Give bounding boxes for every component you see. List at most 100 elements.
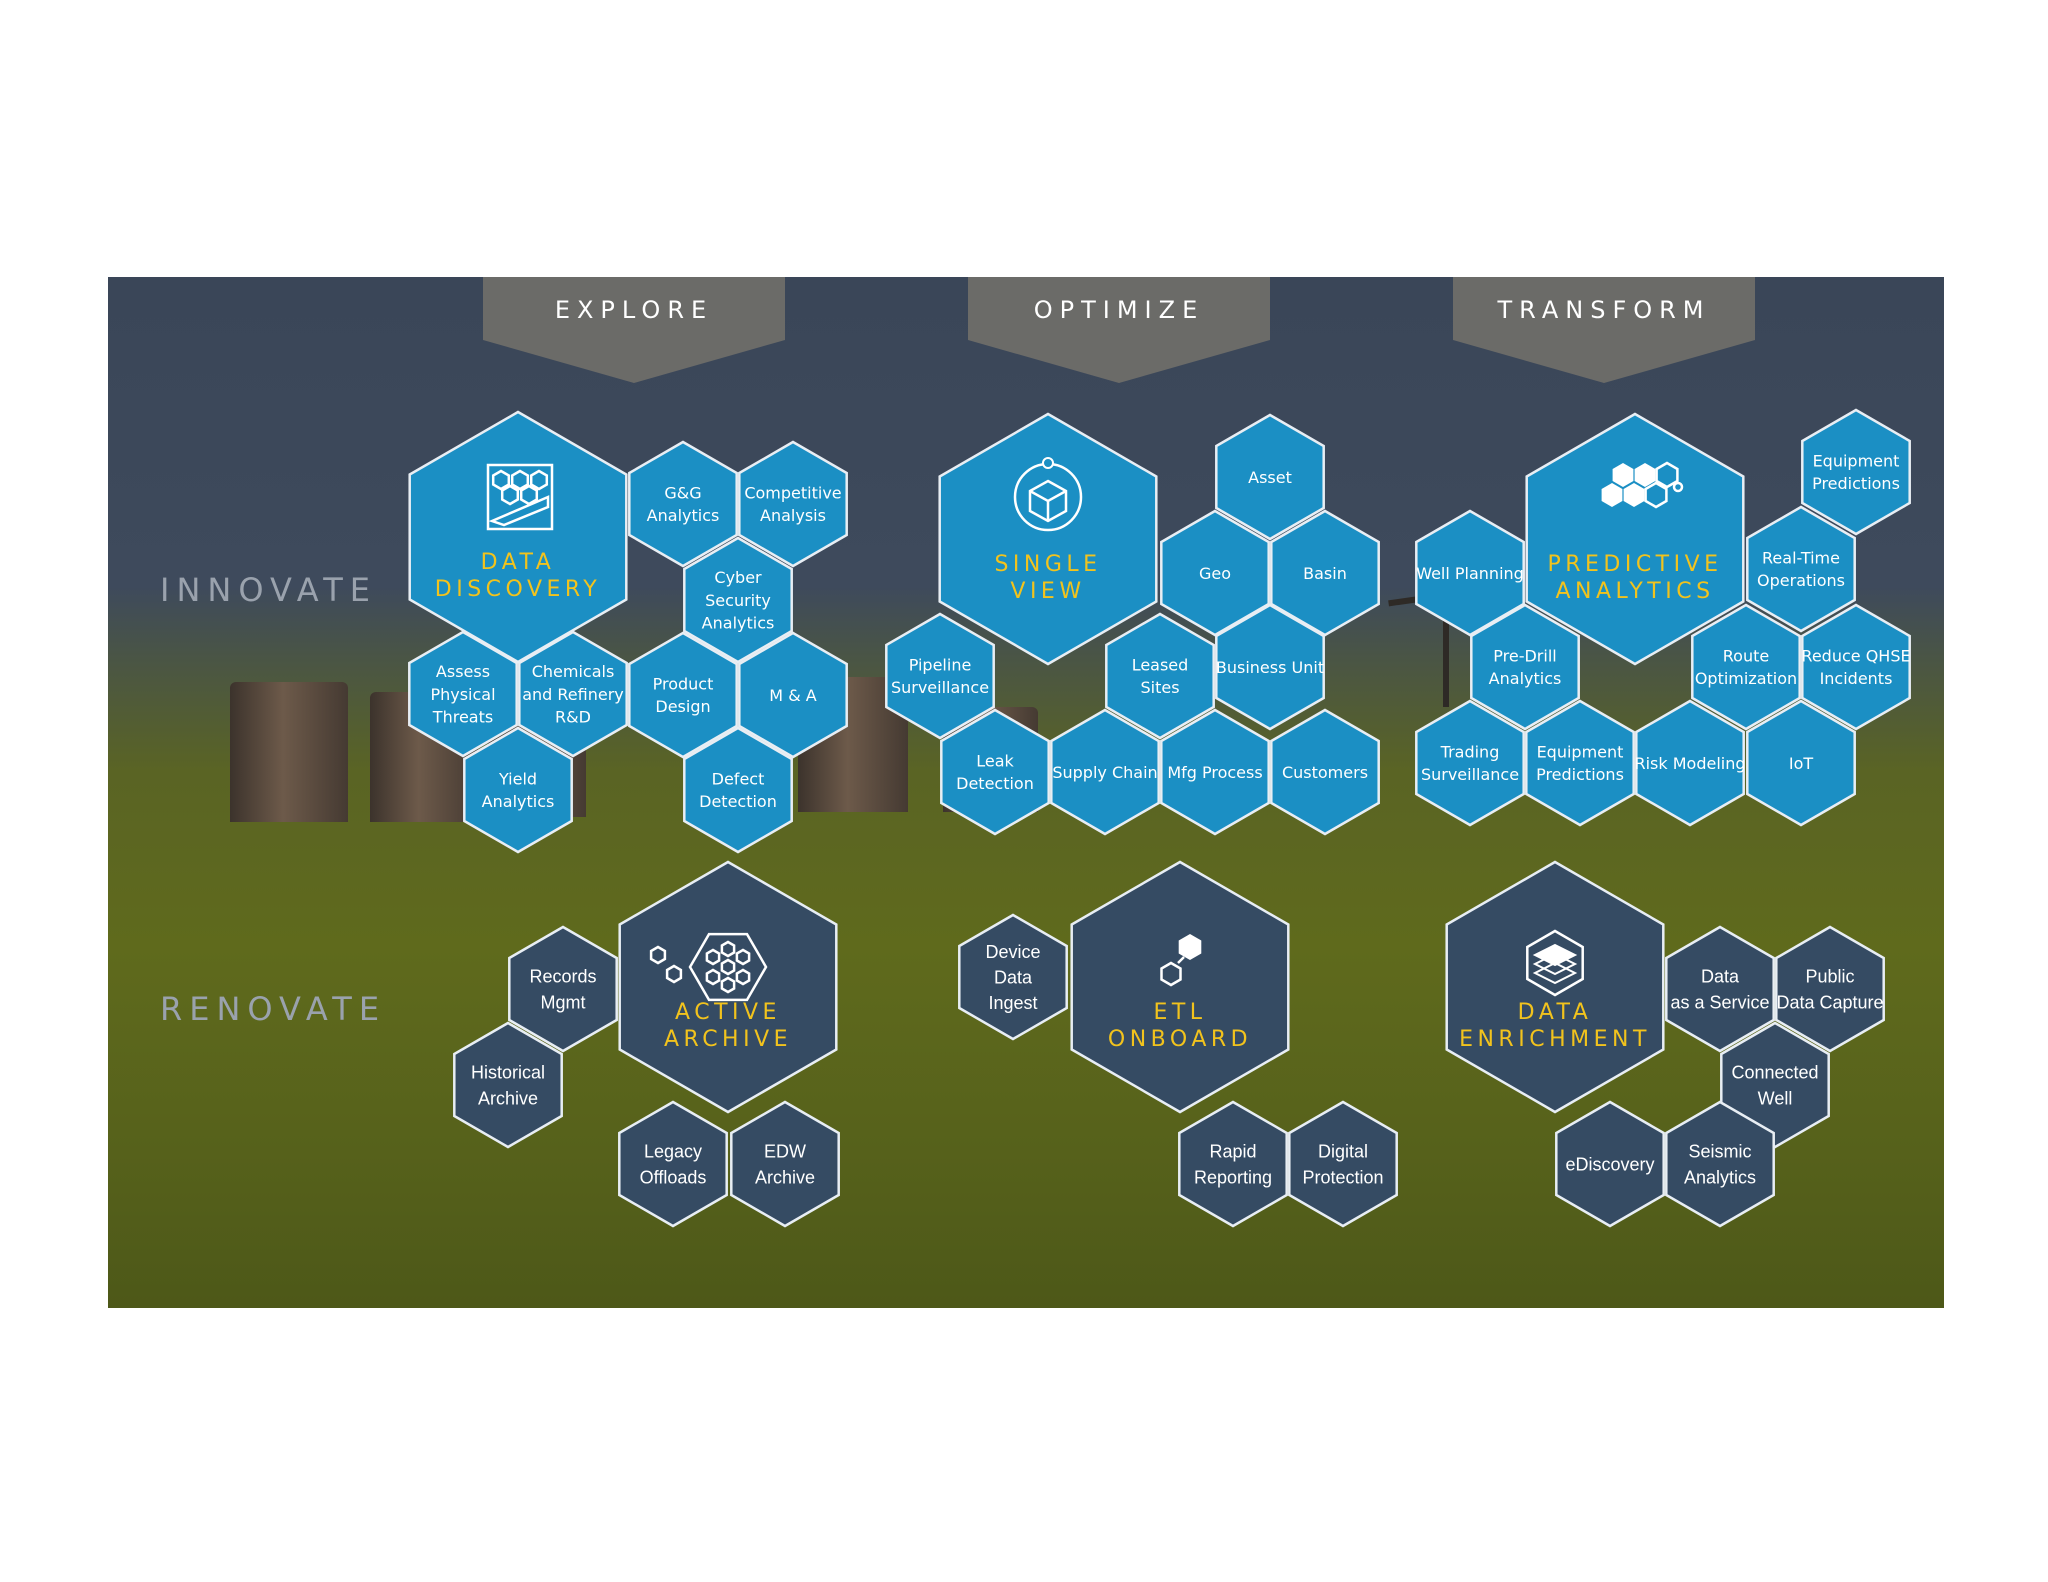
hex-label: Assess [436,662,490,681]
hex-label: Basin [1303,564,1347,583]
hex-label: Customers [1282,763,1368,782]
hexagon-shape [1555,1100,1665,1228]
hex-label: Analytics [1684,1167,1756,1187]
hexagon-shape [1445,860,1665,1114]
hex-label: EDW [764,1142,806,1162]
active-archive-hexagons-icon [649,932,768,1002]
hex-label: Predictions [1812,474,1900,493]
hex-label: Business Unit [1216,658,1324,677]
hex-label: Legacy [644,1142,702,1162]
hexagon-shape [1801,408,1911,536]
hex-label: Offloads [640,1167,707,1187]
hex-label: Reporting [1194,1167,1272,1187]
hexagon-shape [1160,708,1270,836]
innovate-optimize-hex: Customers [1270,708,1380,836]
hex-label: Rapid [1209,1142,1256,1162]
hex-label: Surveillance [891,678,989,697]
hex-label: Analytics [647,506,720,525]
hex-label: M & A [769,686,816,705]
hex-label: Connected [1731,1063,1818,1083]
innovate-transform-hex: IoT [1746,699,1856,827]
innovate-optimize-hex: Geo [1160,509,1270,637]
hex-label: and Refinery [522,685,624,704]
hex-label: Archive [755,1167,815,1187]
hub-title: ETL [1153,1000,1206,1025]
hexagon-shape [1746,505,1856,633]
hexagon-shape [1105,612,1215,740]
hex-label: Security [705,591,771,610]
hex-label: Public [1805,967,1854,987]
hex-label: Ingest [988,993,1037,1013]
hex-label: Detection [699,792,777,811]
hexagon-shape [1178,1100,1288,1228]
hex-label: Records [529,967,596,987]
hexagon-shape [1775,925,1885,1053]
hexagon-shape [518,630,628,758]
hexagon-shape [1470,603,1580,731]
tab-label: EXPLORE [555,296,713,324]
innovate-transform-hex: Well Planning [1415,509,1525,637]
hexagon-shape [1635,699,1745,827]
hex-label: Analysis [760,506,826,525]
hexagon-shape [938,412,1158,666]
hex-label: Sites [1140,678,1179,697]
hex-label: Risk Modeling [1634,754,1745,773]
hex-label: Pre-Drill [1493,646,1556,665]
hex-label: Product [653,674,714,693]
hex-label: Chemicals [532,662,615,681]
hex-label: Mfg Process [1167,763,1262,782]
hexagon-shape [683,536,793,664]
hex-label: Archive [478,1088,538,1108]
hex-label: as a Service [1670,992,1769,1012]
hub-title: ONBOARD [1108,1027,1252,1052]
hex-label: IoT [1789,754,1814,773]
innovate-optimize-hex: Basin [1270,509,1380,637]
hexagon-shape [628,631,738,759]
hexagon-shape [408,630,518,758]
tab-shape [483,277,785,383]
single-view-cube-icon [1013,457,1083,532]
column-tab-explore: EXPLORE [483,277,785,383]
hex-label: Data [1701,967,1740,987]
hex-label: Design [655,697,710,716]
hexagon-shape [1160,509,1270,637]
hex-label: Yield [498,769,537,788]
tab-shape [968,277,1270,383]
hexagon-shape [1415,509,1525,637]
hub-title: ENRICHMENT [1459,1027,1651,1052]
hexagon-shape [618,860,838,1114]
hex-label: Data Capture [1776,992,1883,1012]
hexagon-shape [1270,509,1380,637]
hexagon-shape [1665,925,1775,1053]
hex-label: Operations [1757,571,1845,590]
hub-title: ACTIVE [675,1000,781,1025]
hex-label: Historical [471,1063,545,1083]
storage-tank [230,682,348,822]
hex-label: Optimization [1695,669,1797,688]
hex-label: Physical [430,685,495,704]
renovate-transform-hex: eDiscovery [1555,1100,1665,1228]
hexagon-shape [1720,1021,1830,1149]
hexagon-shape [408,410,628,664]
pumpjack-post [1443,597,1449,707]
column-tab-transform: TRANSFORM [1453,277,1755,383]
hexagon-shape [628,440,738,568]
hub-title: ANALYTICS [1555,579,1714,604]
hexagon-shape [1288,1100,1398,1228]
hex-label: Trading [1440,742,1500,761]
hex-label: Defect [712,769,765,788]
row-label-innovate: INNOVATE [160,571,377,609]
hexagon-shape [463,726,573,854]
